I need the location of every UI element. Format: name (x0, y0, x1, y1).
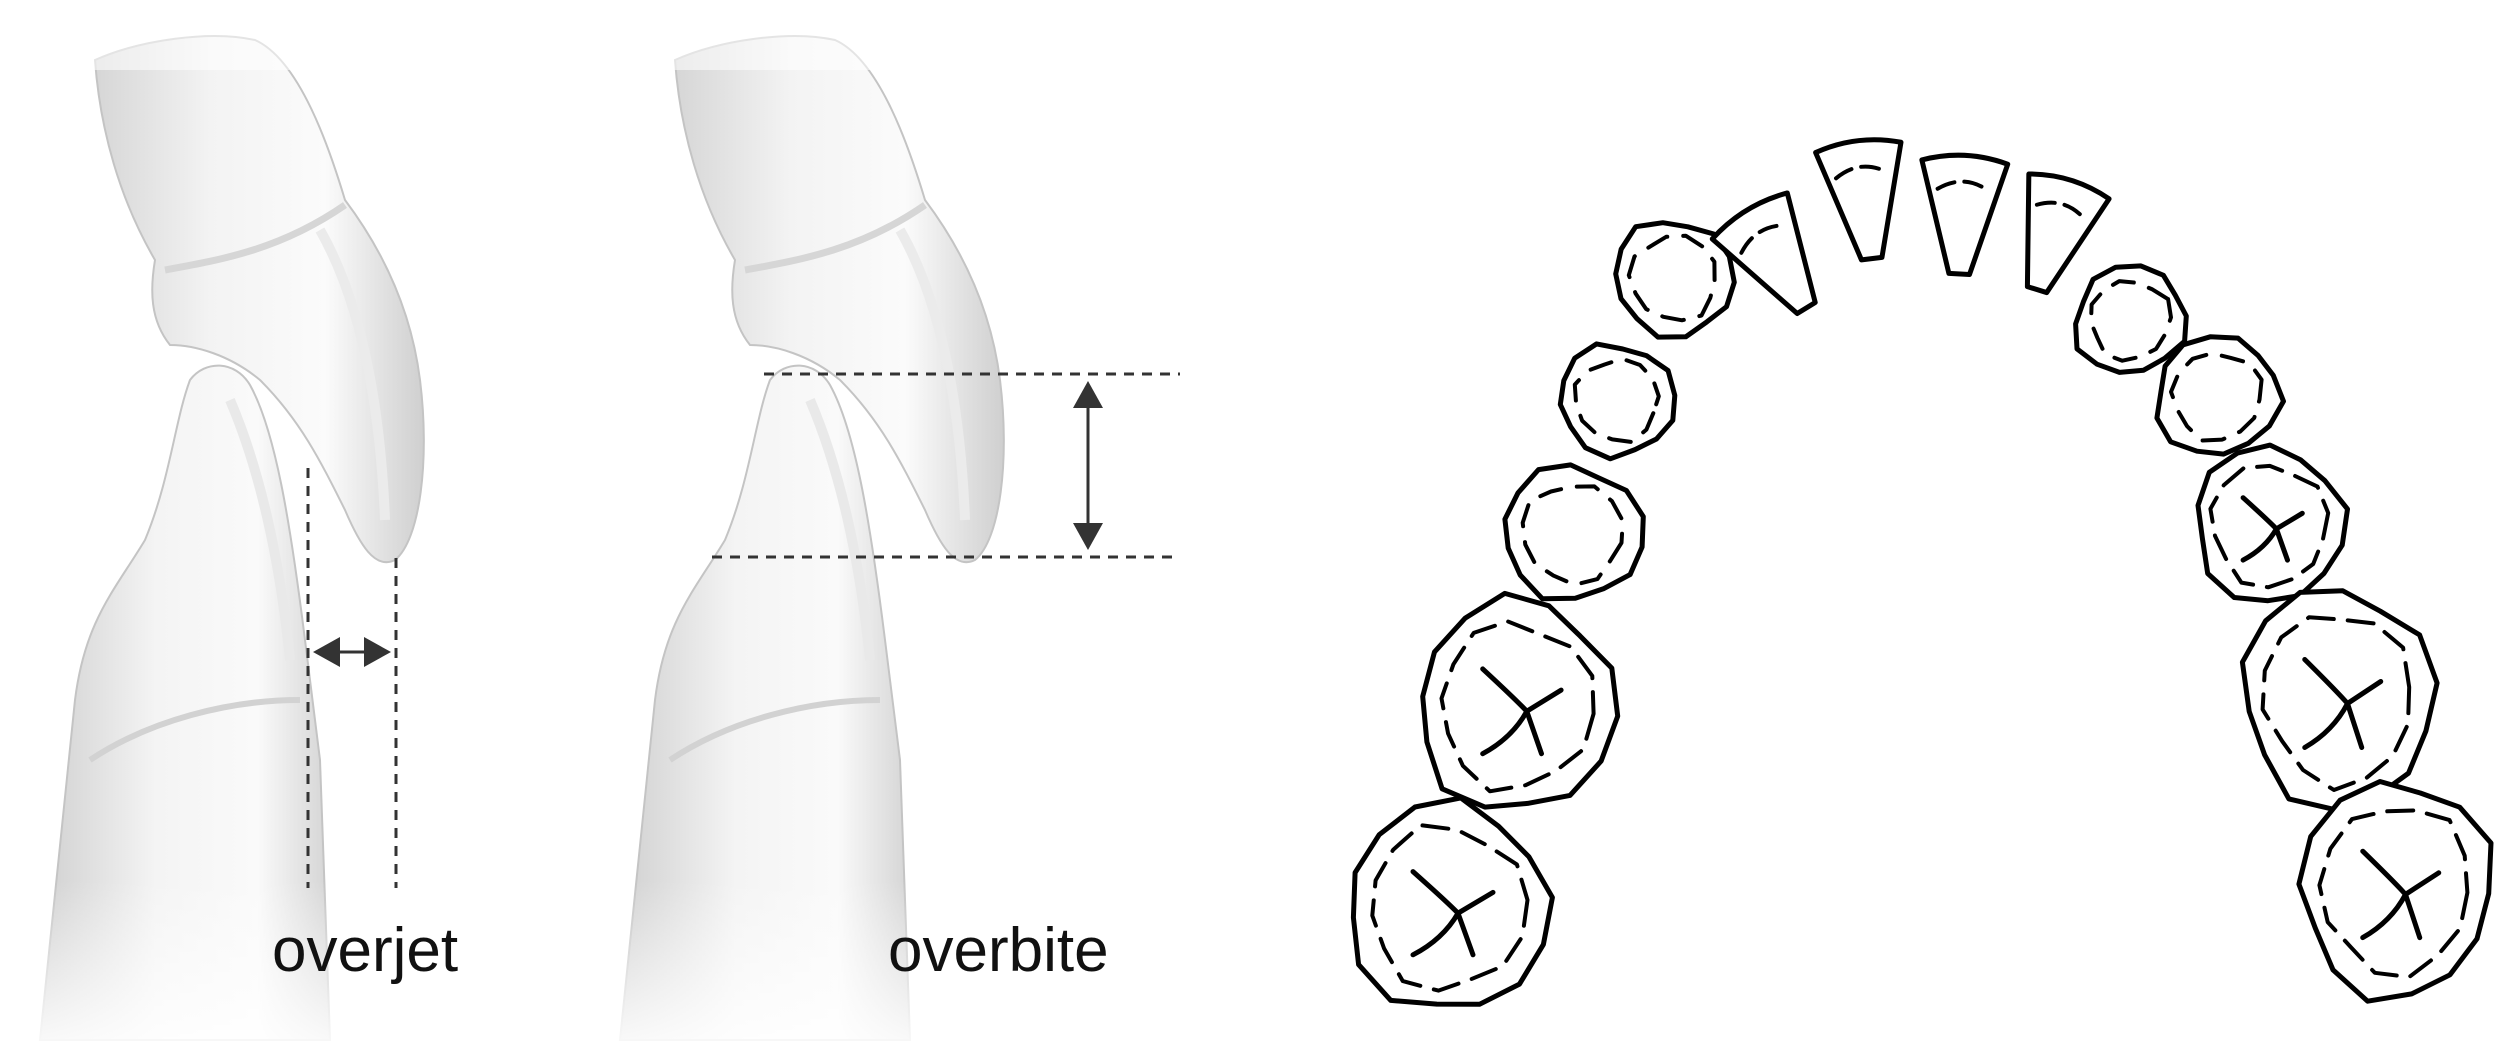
incisor-central-right (1919, 152, 2011, 277)
canine-left-rim (1626, 233, 1717, 323)
incisor-central-right-edge (1935, 179, 1992, 194)
molar-2-right-fissure (2302, 657, 2384, 750)
molar-3-left (1350, 795, 1555, 1007)
overbite-illustration (610, 0, 1180, 1046)
incisor-lateral-left-edge (1739, 223, 1789, 255)
molar-2-left-rim (1439, 619, 1596, 794)
incisor-lateral-right-edge (2034, 200, 2088, 222)
molar-3-left-fissure (1410, 869, 1496, 958)
premolar-2-left (1502, 462, 1646, 602)
premolar-2-right-rim (2208, 463, 2331, 590)
overjet-label: overjet (272, 916, 459, 985)
molar-3-left-rim (1370, 823, 1530, 993)
premolar-1-right-rim (2169, 351, 2264, 443)
molar-2-right-rim (2260, 615, 2412, 792)
premolar-2-left-rim (1520, 484, 1625, 587)
premolar-1-right (2154, 334, 2286, 457)
molar-3-right-fissure (2360, 848, 2442, 941)
overbite-label: overbite (888, 916, 1109, 985)
molar-3-right (2296, 779, 2494, 1004)
canine-right-rim (2089, 279, 2173, 363)
premolar-1-left-rim (1572, 356, 1661, 444)
incisor-central-left (1813, 137, 1904, 263)
molar-2-right (2239, 588, 2440, 812)
molar-2-left-fissure (1480, 666, 1564, 757)
premolar-2-right-fissure (2240, 495, 2305, 563)
dental-arch-illustration (1350, 137, 2494, 1007)
incisor-lateral-left (1709, 190, 1818, 317)
incisor-central-left-edge (1834, 164, 1890, 181)
overjet-illustration (30, 0, 424, 1046)
molar-3-right-rim (2317, 808, 2470, 980)
